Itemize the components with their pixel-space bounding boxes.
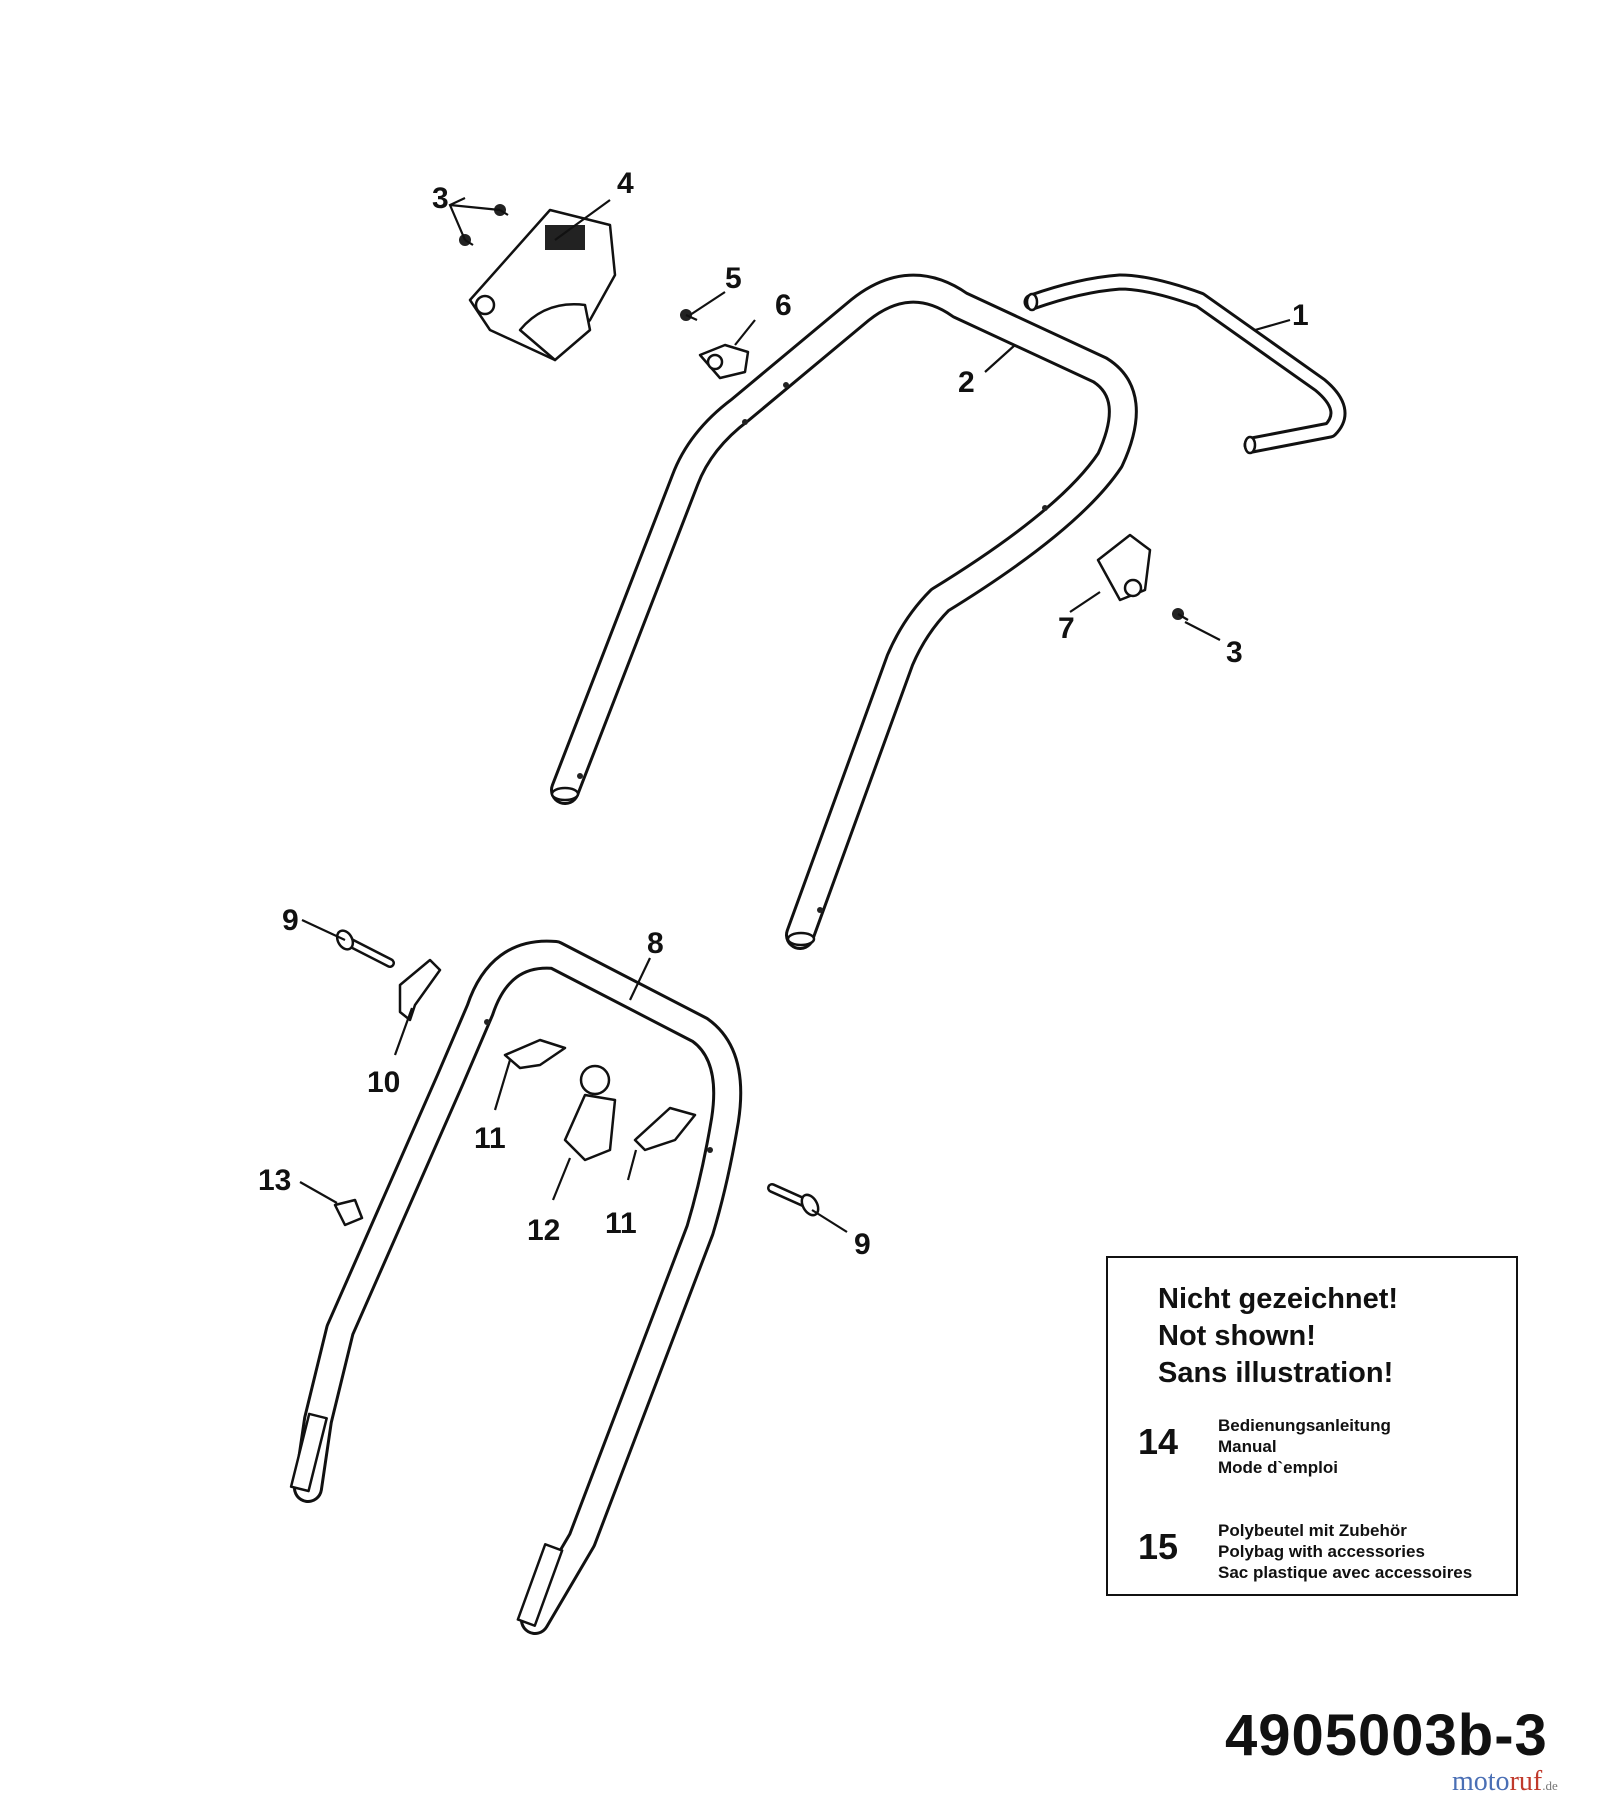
bolt-part-9-upper (335, 929, 395, 968)
lever-part-11-right (633, 1106, 697, 1152)
callout-1: 1 (1292, 299, 1309, 332)
callout-11-right: 11 (605, 1207, 637, 1240)
lower-handle-part-8 (289, 939, 743, 1635)
callout-5: 5 (725, 262, 742, 295)
lever-part-11-left (503, 1038, 567, 1070)
switch-box-part-4 (468, 208, 617, 362)
item-15-line-de: Polybeutel mit Zubehör (1218, 1521, 1407, 1540)
callout-6: 6 (775, 289, 792, 322)
screw-icon-5 (680, 309, 698, 322)
item-14-line-en: Manual (1218, 1437, 1277, 1456)
not-shown-box: Nicht gezeichnet! Not shown! Sans illust… (1106, 1256, 1518, 1596)
callout-2: 2 (958, 366, 975, 399)
item-15-desc: Polybeutel mit Zubehör Polybag with acce… (1218, 1520, 1472, 1583)
callout-7: 7 (1058, 612, 1075, 645)
screw-icon-3b (459, 234, 474, 246)
bracket-part-10 (398, 958, 442, 1022)
top-bar-part-1 (1023, 273, 1347, 455)
item-14-number: 14 (1138, 1421, 1179, 1462)
clamp-part-7 (1096, 533, 1152, 602)
watermark-logo: motoruf.de (1452, 1766, 1558, 1798)
callout-9-top: 9 (282, 904, 299, 937)
callout-10: 10 (367, 1066, 400, 1099)
item-14-desc: Bedienungsanleitung Manual Mode d`emploi (1218, 1415, 1391, 1478)
not-shown-heading-de: Nicht gezeichnet! (1158, 1283, 1399, 1315)
watermark-suffix: .de (1542, 1778, 1558, 1793)
callout-12: 12 (527, 1214, 560, 1247)
item-15-number: 15 (1138, 1526, 1179, 1567)
link-plate-part-12 (563, 1064, 617, 1162)
bolt-part-9-lower (767, 1183, 820, 1217)
not-shown-heading-fr: Sans illustration! (1158, 1357, 1394, 1389)
item-14-line-fr: Mode d`emploi (1218, 1458, 1338, 1477)
callout-3-right: 3 (1226, 636, 1243, 669)
callout-8: 8 (647, 927, 664, 960)
screw-icon-3c (1172, 608, 1189, 621)
small-clip-part-13 (333, 1198, 364, 1227)
not-shown-heading-en: Not shown! (1158, 1320, 1316, 1352)
item-15-line-fr: Sac plastique avec accessoires (1218, 1563, 1473, 1582)
item-14-line-de: Bedienungsanleitung (1218, 1416, 1391, 1435)
callout-4: 4 (617, 167, 634, 200)
callout-3-top: 3 (432, 182, 449, 215)
callout-11-left: 11 (474, 1122, 506, 1155)
diagram-number: 4905003b-3 (1225, 1703, 1548, 1768)
clip-part-6 (698, 343, 750, 380)
watermark-part2: ruf (1509, 1766, 1543, 1797)
item-15-line-en: Polybag with accessories (1218, 1542, 1425, 1561)
watermark-part1: moto (1452, 1766, 1510, 1797)
upper-handle-part-2 (550, 273, 1138, 950)
callout-13: 13 (258, 1164, 291, 1197)
leader-lines (299, 197, 1291, 1233)
callout-9-bottom: 9 (854, 1228, 871, 1261)
